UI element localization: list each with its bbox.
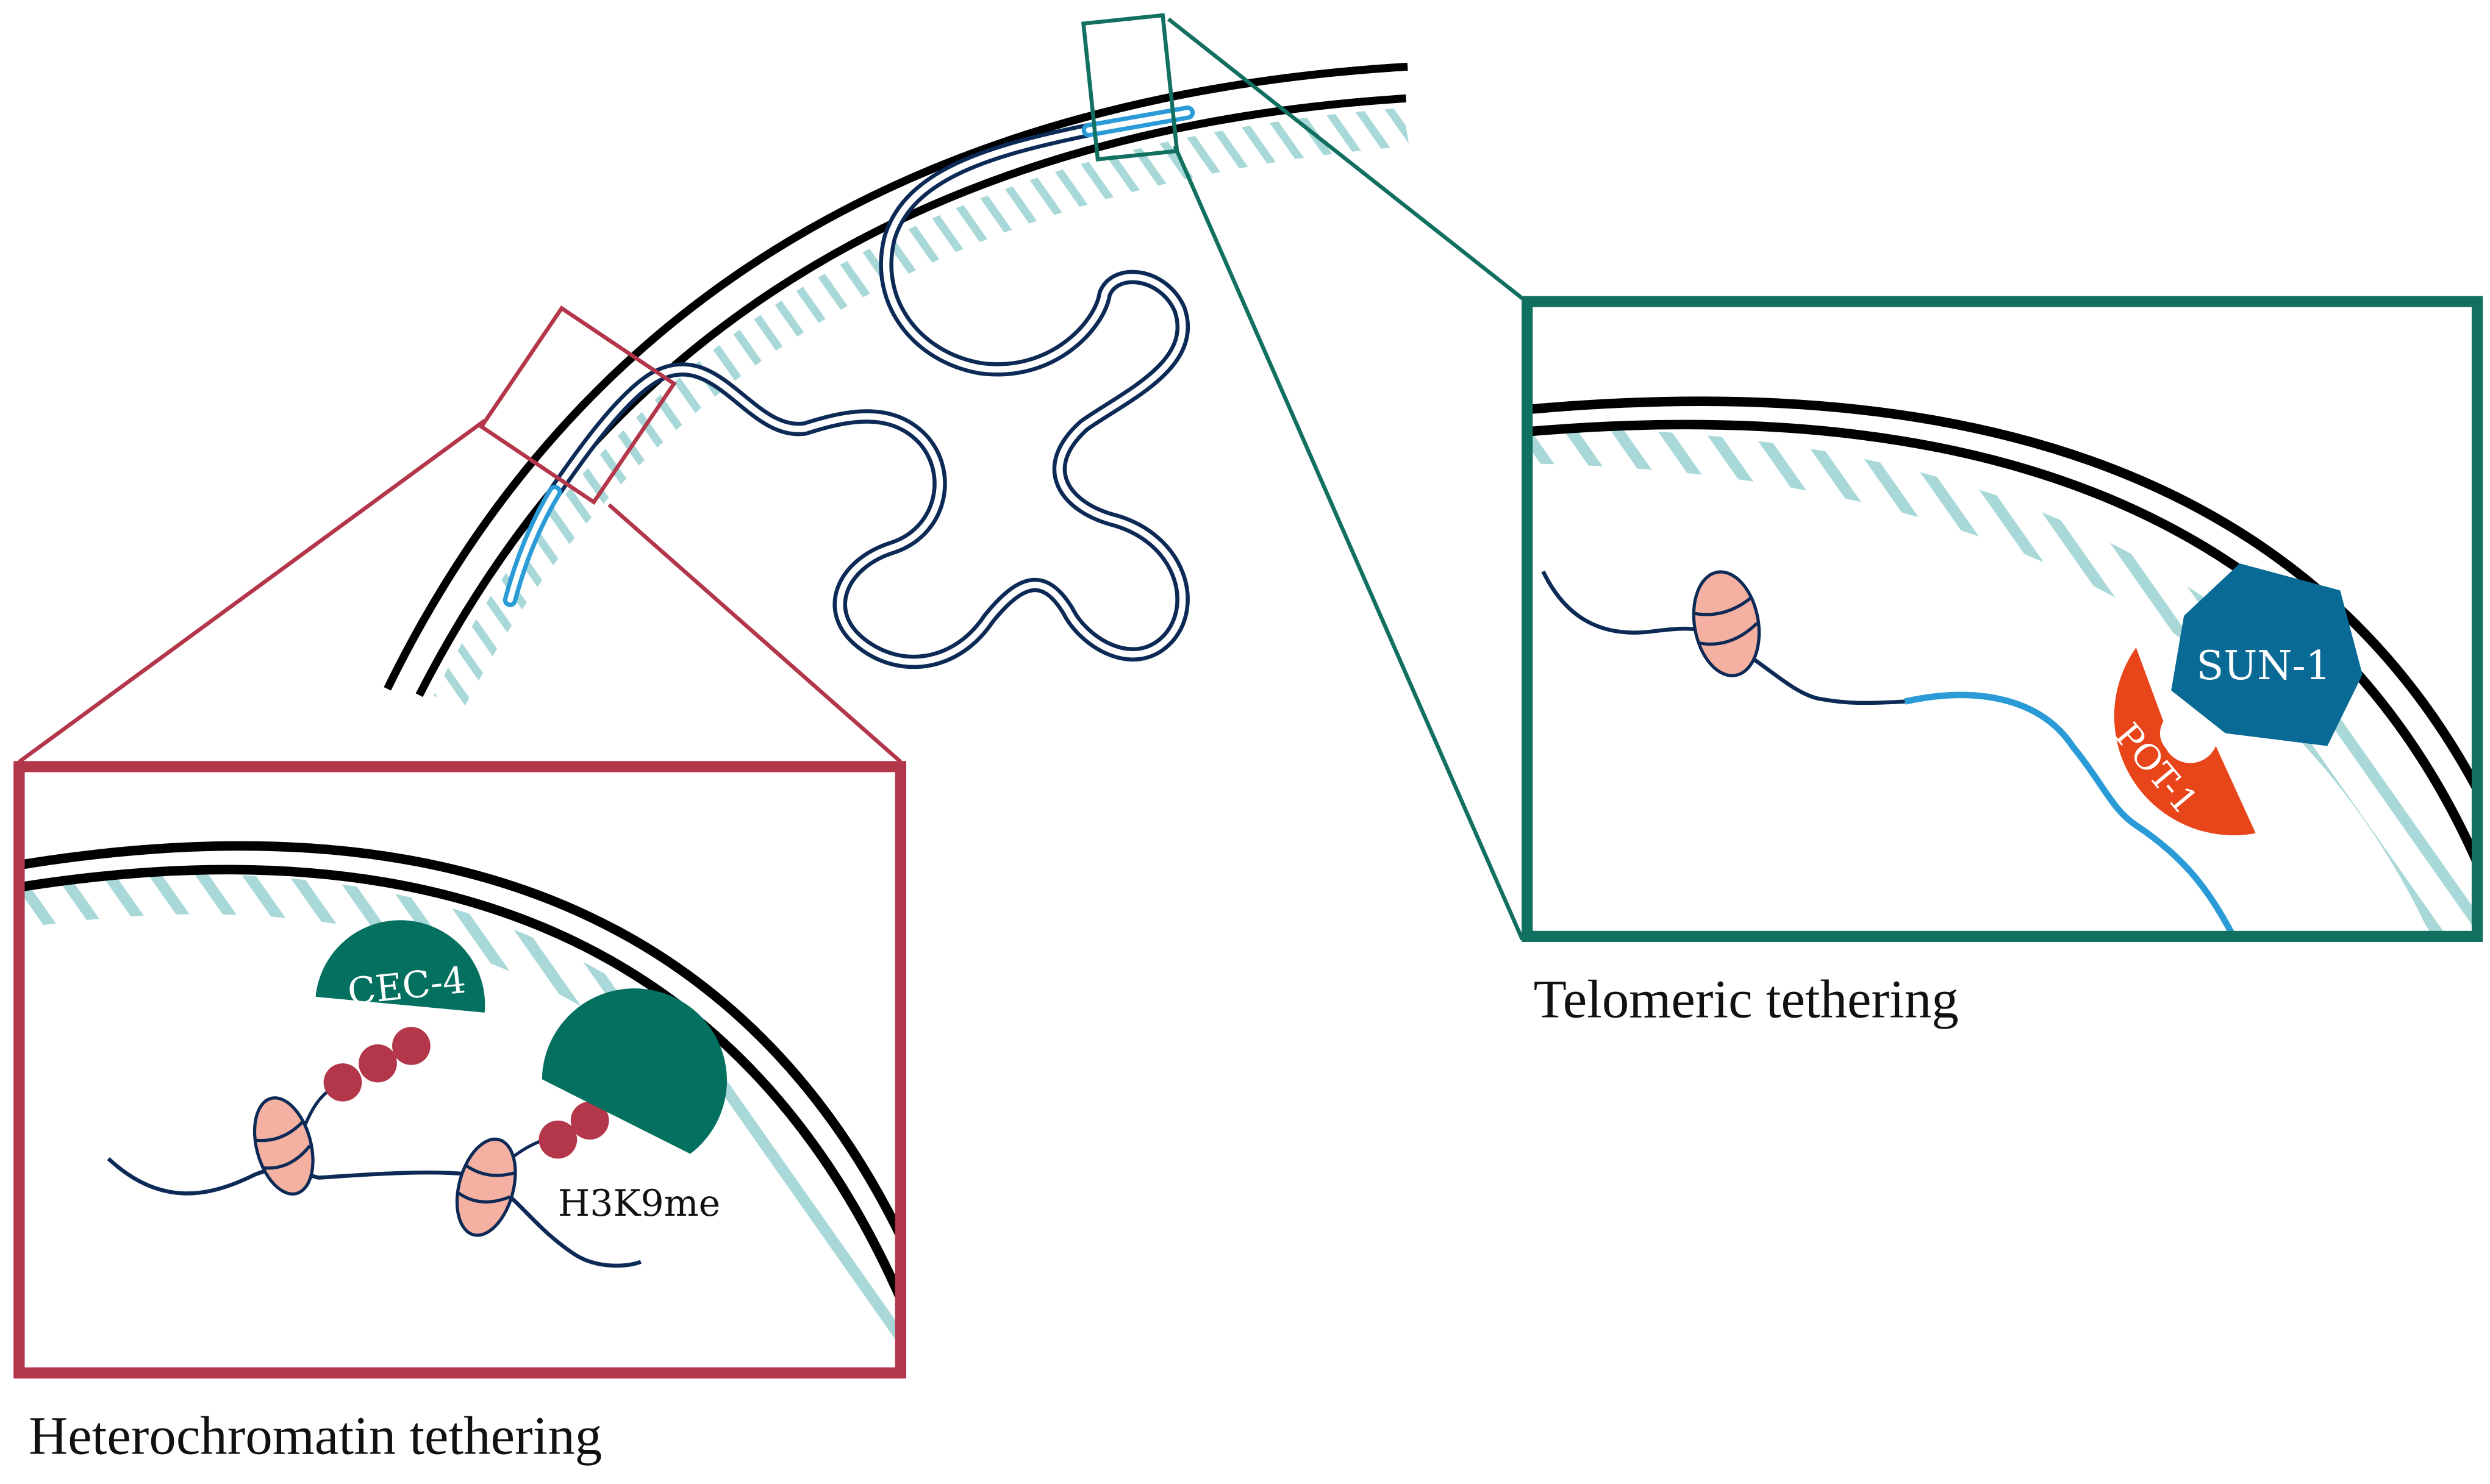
inner-nuclear-membrane <box>415 94 1406 697</box>
telomeric-zoom-region <box>1081 13 1179 162</box>
chromatin-loop-upper <box>547 123 1190 669</box>
telomere-top-core <box>1086 110 1190 134</box>
cec4-protein-2 <box>542 988 727 1154</box>
sun1-protein <box>2171 563 2363 746</box>
inset-inner-membrane <box>19 865 901 1311</box>
telomeric-connector-top <box>1167 17 1524 300</box>
nucleosome <box>455 1137 517 1237</box>
overview-nucleus <box>18 13 1525 941</box>
telomeric-inset: SUN-1 POT-1 <box>1522 296 2483 943</box>
h3k9me-label: H3K9me <box>558 1182 720 1225</box>
telomeric-connector-bottom <box>1173 145 1525 941</box>
nucleosome <box>1692 570 1761 677</box>
pot1-protein <box>2114 647 2256 835</box>
lamina-band <box>433 108 1409 712</box>
nucleosome <box>252 1096 315 1196</box>
heterochromatin-caption: Heterochromatin tethering <box>29 1407 602 1466</box>
inset-telomere-thread <box>1904 691 2235 935</box>
heterochromatin-inset-frame <box>13 761 907 1379</box>
telomeric-caption: Telomeric tethering <box>1534 970 1959 1030</box>
telomere-left-core <box>507 489 558 603</box>
telomeric-inset-frame <box>1522 296 2483 943</box>
inset-outer-membrane <box>19 841 901 1247</box>
heterochromatin-inset: CEC-4 H3K9me <box>13 761 907 1379</box>
pot1-binding-pocket <box>2159 711 2205 756</box>
h3k9me-beads-1 <box>323 1027 431 1102</box>
h3k9me-beads-2 <box>538 1101 609 1159</box>
heterochromatin-connector-right <box>607 503 903 763</box>
inset-lamina-band <box>19 874 901 1373</box>
chromatin-loop-upper-core <box>551 127 1186 665</box>
cec4-protein-1 <box>315 920 485 1013</box>
chromatin-fiber <box>547 123 1190 669</box>
heterochromatin-zoom-region <box>478 305 677 505</box>
telomere-ends <box>503 105 1195 607</box>
inset-inner-membrane <box>1527 419 2478 872</box>
heterochromatin-connector-left <box>18 419 486 764</box>
inset-outer-membrane <box>1527 396 2478 800</box>
sun1-label: SUN-1 <box>2196 643 2331 689</box>
outer-nuclear-membrane <box>384 62 1408 691</box>
inset-dna-thread <box>107 1157 642 1268</box>
